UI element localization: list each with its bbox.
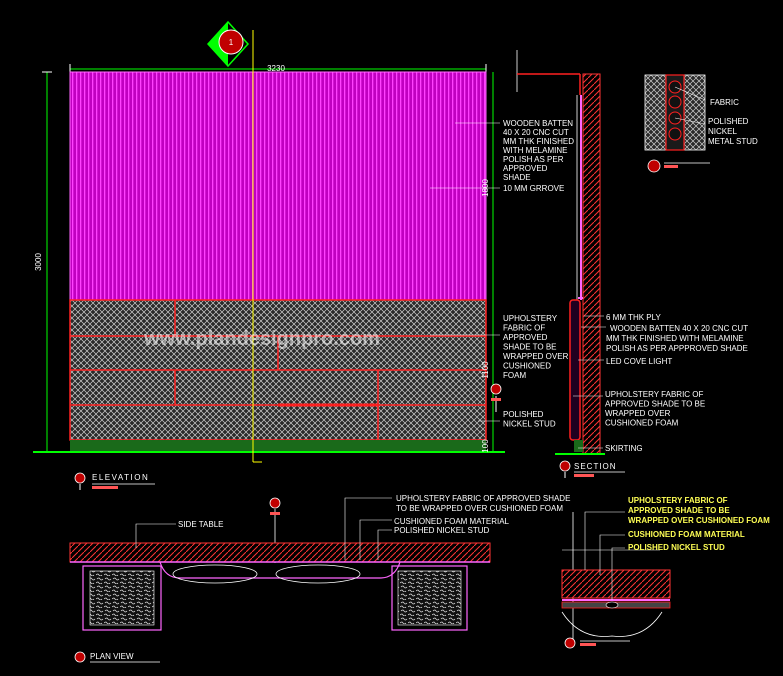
note-line: FOAM xyxy=(503,371,526,380)
stud-detail-marker xyxy=(490,383,502,412)
section-title: SECTION xyxy=(559,460,625,478)
elevation-title-text: ELEVATION xyxy=(92,473,149,482)
note-line: UPHOLSTERY FABRIC OF xyxy=(628,496,728,505)
dimension-height: 3000 xyxy=(34,253,43,271)
elevation-marker: 1 xyxy=(206,20,250,68)
section-wall xyxy=(582,73,601,455)
note-line: WRAPPED OVER xyxy=(605,409,671,418)
plan-title-text: PLAN VIEW xyxy=(90,652,134,661)
note-line: WRAPPED OVER CUSHIONED FOAM xyxy=(628,516,770,525)
elevation-marker-number: 1 xyxy=(229,38,234,47)
note-line: WITH MELAMINE xyxy=(503,146,567,155)
elevation-title: ELEVATION xyxy=(74,472,155,490)
note-line: TO BE WRAPPED OVER CUSHIONED FOAM xyxy=(396,504,563,513)
section-upholstery xyxy=(569,299,581,441)
side-table-right xyxy=(391,565,468,631)
plan-stud-note: POLISHED NICKEL STUD xyxy=(394,526,490,535)
note-line: WOODEN BATTEN 40 X 20 CNC CUT xyxy=(610,324,748,333)
side-table-left xyxy=(82,565,162,631)
note-line: 40 X 20 CNC CUT xyxy=(503,128,569,137)
note-line: APPROVED xyxy=(503,333,548,342)
note-line: MM THK FINISHED xyxy=(503,137,574,146)
note-line: MM THK FINISHED WITH MELAMINE xyxy=(606,334,744,343)
section-led-note: LED COVE LIGHT xyxy=(606,357,672,366)
dimension-width: 3230 xyxy=(267,64,285,73)
section-title-text: SECTION xyxy=(574,462,617,471)
note-line: NICKEL xyxy=(708,127,737,136)
note-line: WOODEN BATTEN xyxy=(503,119,573,128)
plan-detail-wall xyxy=(561,569,671,599)
note-line: APPROVED SHADE TO BE xyxy=(605,400,705,409)
note-line: WRAPPED OVER xyxy=(503,352,569,361)
plan-foam-note: CUSHIONED FOAM MATERIAL xyxy=(394,517,510,526)
dimension-lower: 1100 xyxy=(481,361,490,379)
note-line: SHADE TO BE xyxy=(503,343,557,352)
plan-detail-stud-note: POLISHED NICKEL STUD xyxy=(628,543,725,552)
plan-view: SIDE TABLE UPHOLSTERY FABRIC OF APPROVED… xyxy=(69,494,570,663)
skirting xyxy=(70,440,486,452)
plan-wall xyxy=(69,542,491,563)
watermark: www.plandesignpro.com xyxy=(143,328,380,350)
note-line: FABRIC OF xyxy=(503,324,545,333)
dimension-skirting: 100 xyxy=(481,439,490,453)
note-line: SHADE xyxy=(503,173,531,182)
note-line: APPROVED SHADE TO BE xyxy=(628,506,730,515)
note-line: METAL STUD xyxy=(708,137,758,146)
note-line: POLISH AS PER xyxy=(503,155,564,164)
detail-fabric-note: FABRIC xyxy=(710,98,739,107)
note-line: POLISHED xyxy=(503,410,544,419)
note-line: UPHOLSTERY xyxy=(503,314,558,323)
note-line: APPROVED xyxy=(503,164,548,173)
note-line: NICKEL STUD xyxy=(503,420,556,429)
note-line: POLISH AS PER APPPROVED SHADE xyxy=(606,344,748,353)
plan-detail-foam-note: CUSHIONED FOAM MATERIAL xyxy=(628,530,745,539)
note-groove: 10 MM GRROVE xyxy=(503,184,564,193)
note-line: UPHOLSTERY FABRIC OF APPROVED SHADE xyxy=(396,494,570,503)
note-line: CUSHIONED xyxy=(503,362,551,371)
plan-title: PLAN VIEW xyxy=(74,651,160,663)
plan-side-table-note: SIDE TABLE xyxy=(178,520,224,529)
section-view: 6 MM THK PLY WOODEN BATTEN 40 X 20 CNC C… xyxy=(516,50,748,478)
note-line: UPHOLSTERY FABRIC OF xyxy=(605,390,704,399)
note-line: CUSHIONED FOAM xyxy=(605,419,679,428)
section-ply-note: 6 MM THK PLY xyxy=(606,313,661,322)
note-line: POLISHED xyxy=(708,117,749,126)
upholstery-joints xyxy=(69,299,487,441)
section-skirting-note: SKIRTING xyxy=(605,444,643,453)
elevation-view: 1 3230 3000 1800 xyxy=(33,20,574,490)
wooden-batten-panel xyxy=(70,72,486,300)
